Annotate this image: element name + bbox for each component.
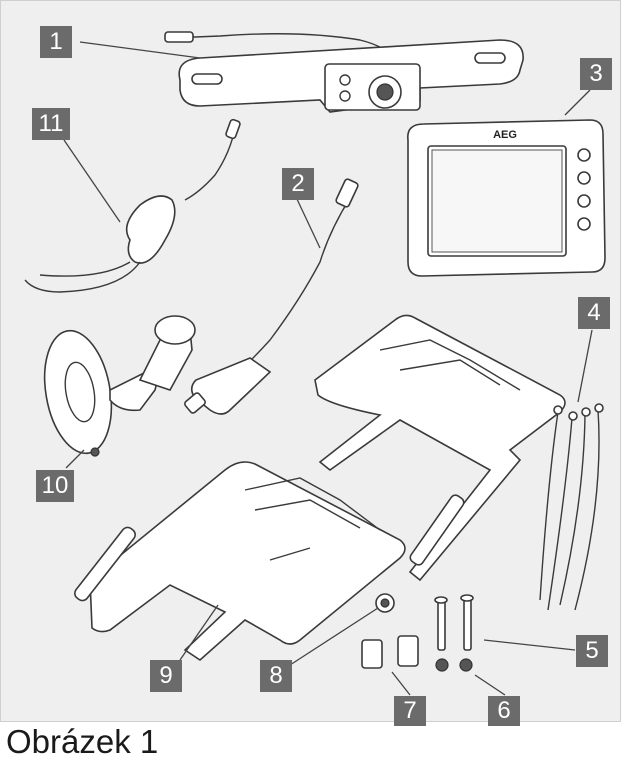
- part-4-cable-ties: [539, 403, 604, 611]
- callout-badge-10: 10: [36, 470, 74, 502]
- part-7-clips: [361, 635, 419, 669]
- part-9-mounting-plate-front: [74, 461, 406, 662]
- part-1-plate-camera: [164, 31, 524, 113]
- callout-badge-5: 5: [576, 635, 608, 667]
- part-11-cable-switch: [24, 118, 241, 293]
- callout-leaders: [63, 41, 593, 696]
- callout-badge-8: 8: [260, 660, 292, 692]
- callout-badge-6: 6: [488, 696, 520, 726]
- part-5-screws: [434, 594, 474, 651]
- callout-badge-3: 3: [580, 58, 612, 90]
- callout-badge-11: 11: [32, 108, 70, 140]
- parts-illustration: AEG: [24, 31, 606, 696]
- part-6-nuts: [435, 658, 473, 672]
- callout-badge-2: 2: [282, 168, 314, 200]
- monitor-brand-label: AEG: [493, 129, 517, 141]
- callout-badge-4: 4: [578, 297, 610, 329]
- part-3-monitor: [407, 119, 606, 277]
- part-10-suction-mount: [43, 315, 196, 457]
- callout-badge-1: 1: [40, 26, 72, 58]
- part-8-washer: [375, 593, 395, 613]
- part-2-power-cable: [184, 178, 359, 415]
- callout-badge-9: 9: [150, 660, 182, 692]
- callout-badge-7: 7: [394, 696, 426, 726]
- figure-caption: Obrázek 1: [6, 723, 159, 760]
